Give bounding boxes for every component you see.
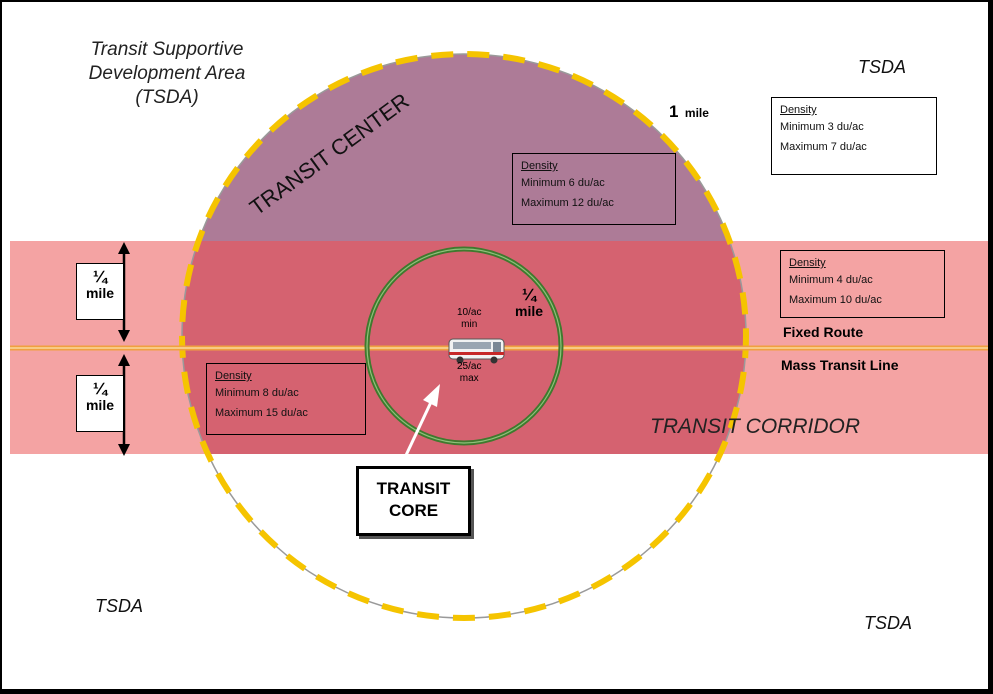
mass-transit-line-label: Mass Transit Line (781, 357, 899, 373)
tsda-label-top-right: TSDA (858, 57, 907, 77)
transit-corridor-label: TRANSIT CORRIDOR (650, 415, 860, 438)
one-mile-label: 1 mile (669, 102, 709, 121)
density-box-corridor: Density Minimum 4 du/ac Maximum 10 du/ac (780, 250, 945, 318)
one-mile-dashed-ring (179, 51, 749, 621)
quarter-mile-box-upper: ¼ mile (76, 263, 124, 320)
core-density-max: 25/ac max (457, 361, 482, 384)
density-box-transit-center: Density Minimum 6 du/ac Maximum 12 du/ac (512, 153, 676, 225)
tsda-label-bottom-right: TSDA (864, 613, 913, 633)
transit-center-upper (198, 54, 730, 241)
core-density-min: 10/ac min (457, 307, 482, 330)
density-box-tsda: Density Minimum 3 du/ac Maximum 7 du/ac (771, 97, 937, 175)
transit-core-arrow (398, 384, 440, 469)
tsda-label-bottom-left: TSDA (95, 596, 144, 616)
transit-core-box: TRANSIT CORE (356, 466, 471, 536)
density-box-inner: Density Minimum 8 du/ac Maximum 15 du/ac (206, 363, 366, 435)
quarter-mile-box-lower: ¼ mile (76, 375, 124, 432)
fixed-route-label: Fixed Route (783, 324, 864, 340)
bus-icon (448, 338, 505, 364)
quarter-mile-core-label: ¼ mile (515, 285, 544, 319)
quarter-mile-arrows (118, 242, 130, 456)
tsda-title: Transit Supportive Development Area (TSD… (88, 39, 246, 108)
